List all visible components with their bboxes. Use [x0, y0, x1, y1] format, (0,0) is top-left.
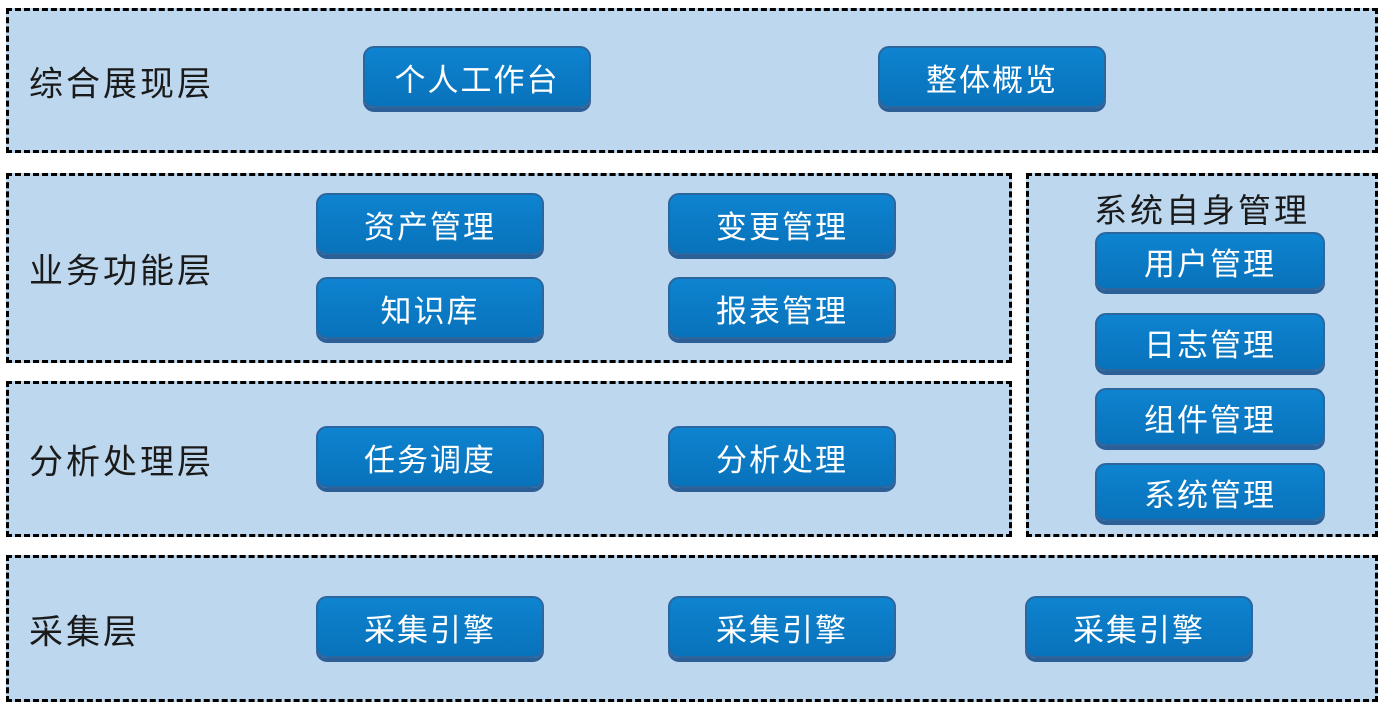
collection-engine-button-2[interactable]: 采集引擎 [668, 596, 896, 658]
knowledge-base-button[interactable]: 知识库 [316, 277, 544, 339]
panel-system-management: 系统自身管理 用户管理 日志管理 组件管理 系统管理 [1026, 173, 1378, 537]
layer-analysis: 分析处理层 任务调度 分析处理 [6, 381, 1012, 537]
analysis-processing-button[interactable]: 分析处理 [668, 426, 896, 488]
system-management-button[interactable]: 系统管理 [1095, 463, 1325, 521]
asset-management-button[interactable]: 资产管理 [316, 193, 544, 255]
layer-collection: 采集层 采集引擎 采集引擎 采集引擎 [6, 555, 1378, 702]
user-management-button[interactable]: 用户管理 [1095, 232, 1325, 290]
layer-business: 业务功能层 资产管理 变更管理 知识库 报表管理 [6, 173, 1012, 363]
report-management-button[interactable]: 报表管理 [668, 277, 896, 339]
personal-workbench-button[interactable]: 个人工作台 [363, 46, 591, 108]
collection-engine-button-1[interactable]: 采集引擎 [316, 596, 544, 658]
layer-collection-label: 采集层 [29, 613, 140, 651]
change-management-button[interactable]: 变更管理 [668, 193, 896, 255]
component-management-button[interactable]: 组件管理 [1095, 388, 1325, 446]
collection-engine-button-3[interactable]: 采集引擎 [1025, 596, 1253, 658]
task-scheduling-button[interactable]: 任务调度 [316, 426, 544, 488]
panel-system-management-title: 系统自身管理 [1094, 192, 1310, 229]
layer-display: 综合展现层 个人工作台 整体概览 [6, 8, 1378, 153]
log-management-button[interactable]: 日志管理 [1095, 313, 1325, 371]
layer-analysis-label: 分析处理层 [29, 443, 214, 482]
layer-business-label: 业务功能层 [29, 252, 214, 291]
layer-display-label: 综合展现层 [29, 65, 214, 103]
overall-overview-button[interactable]: 整体概览 [878, 46, 1106, 108]
